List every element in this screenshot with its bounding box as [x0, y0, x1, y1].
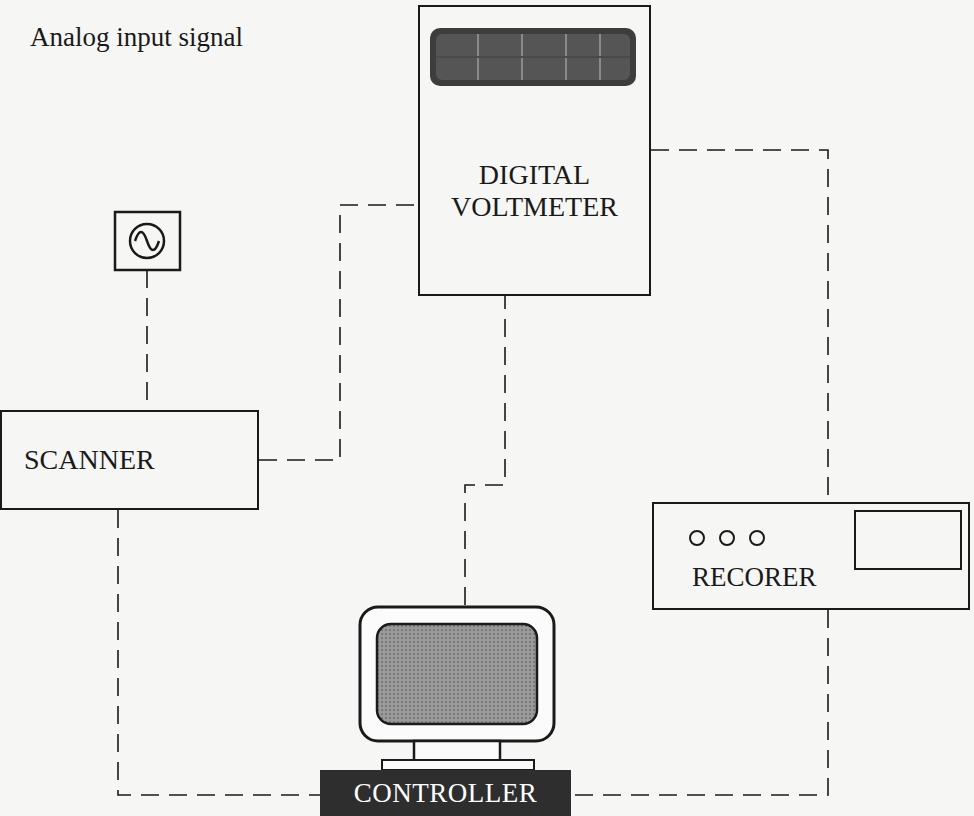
box-label: DIGITAL VOLTMETER — [430, 159, 640, 223]
signal-source-symbol — [115, 212, 180, 410]
device-box: DIGITAL VOLTMETER — [418, 5, 651, 296]
monitor-symbol — [360, 607, 554, 770]
device-box: SCANNER — [0, 410, 259, 510]
dashed-connector — [465, 296, 505, 605]
dashed-connector — [118, 510, 320, 795]
dashed-connector — [571, 610, 828, 795]
box-label: RECORER — [692, 562, 817, 593]
box-label: CONTROLLER — [320, 770, 571, 816]
recorder-details — [690, 511, 961, 569]
box-label: SCANNER — [24, 444, 155, 476]
device-box: RECORER — [652, 502, 970, 610]
signal-label: Analog input signal — [30, 22, 243, 53]
dashed-connector — [651, 150, 828, 502]
controller-node: CONTROLLER — [320, 605, 571, 816]
display-panel — [430, 28, 636, 86]
dashed-connector — [259, 205, 418, 460]
